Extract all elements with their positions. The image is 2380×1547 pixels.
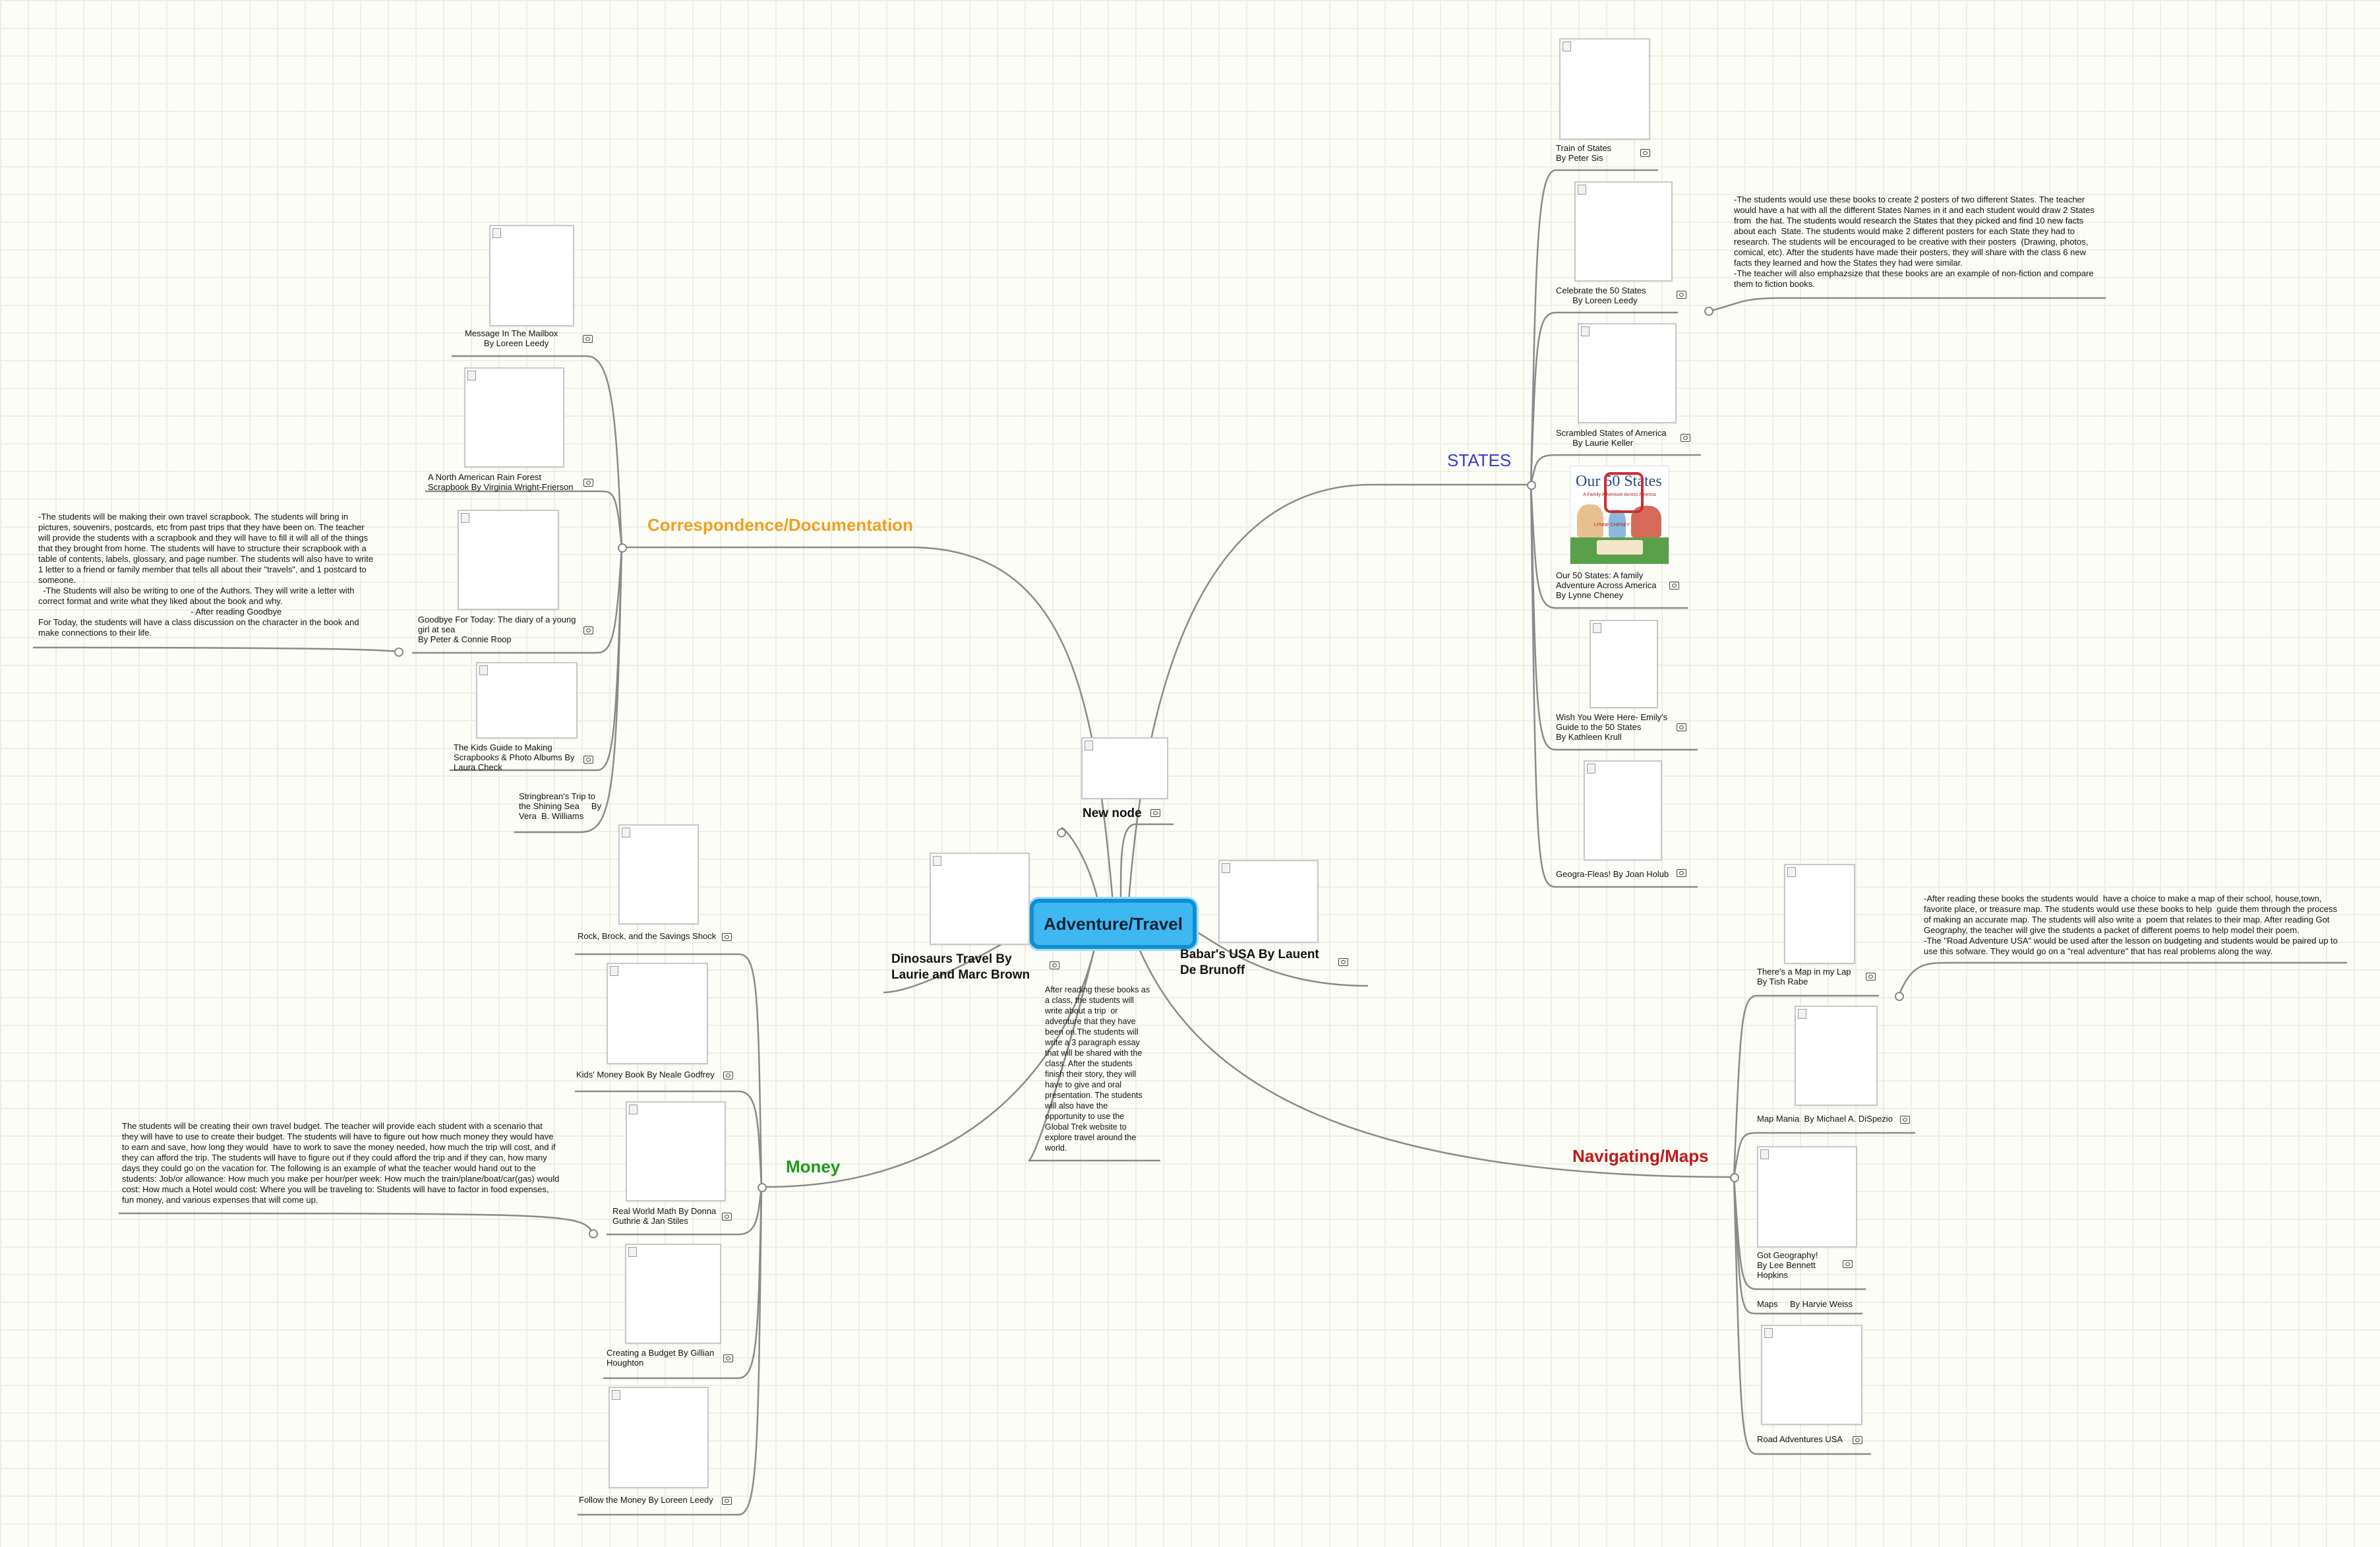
book-image [489, 225, 574, 326]
image-attachment-icon[interactable] [583, 756, 593, 764]
image-attachment-icon[interactable] [1866, 973, 1876, 981]
book-title[interactable]: Real World Math By Donna Guthrie & Jan S… [612, 1206, 716, 1226]
image-attachment-icon[interactable] [722, 933, 732, 941]
branch-states-label[interactable]: STATES [1447, 450, 1511, 471]
states-note: -The students would use these books to c… [1734, 195, 2095, 289]
collapse-toggle-icon[interactable] [1895, 992, 1904, 1001]
book-title[interactable]: Rock, Brock, and the Savings Shock [578, 931, 716, 941]
book-title[interactable]: Train of States By Peter Sis [1556, 143, 1611, 163]
correspondence-note: -The students will be making their own t… [38, 512, 373, 638]
branch-money-label[interactable]: Money [786, 1157, 840, 1177]
collapse-toggle-icon[interactable] [394, 648, 403, 657]
book-image [607, 963, 708, 1064]
collapse-toggle-icon[interactable] [758, 1183, 767, 1192]
book-image [1590, 620, 1658, 708]
dinosaurs-travel-label[interactable]: Dinosaurs Travel By Laurie and Marc Brow… [891, 952, 1050, 983]
book-title[interactable]: Stringbrean's Trip to the Shining Sea By… [519, 791, 601, 821]
image-attachment-icon[interactable] [583, 626, 593, 634]
image-attachment-icon[interactable] [583, 335, 593, 343]
image-attachment-icon[interactable] [1640, 149, 1650, 157]
book-title[interactable]: Our 50 States: A family Adventure Across… [1556, 570, 1656, 600]
book-title[interactable]: Goodbye For Today: The diary of a young … [418, 615, 576, 644]
book-image [626, 1101, 726, 1201]
collapse-toggle-icon[interactable] [1527, 481, 1536, 490]
collapse-toggle-icon[interactable] [589, 1229, 598, 1238]
book-title[interactable]: Scrambled States of America By Laurie Ke… [1556, 428, 1667, 448]
image-attachment-icon[interactable] [1050, 961, 1059, 969]
collapse-toggle-icon[interactable] [1057, 828, 1066, 837]
book-image [1578, 323, 1677, 423]
image-attachment-icon[interactable] [1677, 291, 1686, 299]
book-image [618, 824, 699, 925]
image-attachment-icon[interactable] [1150, 809, 1160, 817]
book-image [1081, 737, 1168, 799]
book-image [458, 510, 559, 610]
book-image [1795, 1006, 1878, 1106]
book-title[interactable]: Message In The Mailbox By Loreen Leedy [465, 328, 558, 348]
book-image [1761, 1325, 1862, 1425]
branch-maps-label[interactable]: Navigating/Maps [1572, 1146, 1709, 1167]
link-new-node-a [1061, 828, 1098, 902]
collapse-toggle-icon[interactable] [1730, 1173, 1739, 1182]
link-states [1129, 485, 1531, 902]
babar-usa-label[interactable]: Babar's USA By Lauent De Brunoff [1180, 947, 1338, 979]
image-attachment-icon[interactable] [1677, 869, 1686, 877]
book-image [609, 1387, 709, 1488]
book-title[interactable]: Maps By Harvie Weiss [1757, 1299, 1853, 1309]
book-title[interactable]: The Kids Guide to Making Scrapbooks & Ph… [454, 743, 575, 772]
collapse-toggle-icon[interactable] [618, 543, 627, 553]
new-node-label[interactable]: New node [1083, 806, 1142, 822]
image-attachment-icon[interactable] [1677, 723, 1686, 731]
money-note: The students will be creating their own … [122, 1121, 559, 1205]
collapse-toggle-icon[interactable] [1704, 307, 1713, 316]
image-attachment-icon[interactable] [1900, 1116, 1910, 1124]
highlight-ring [1604, 472, 1644, 513]
book-image [1784, 864, 1855, 964]
book-title[interactable]: Geogra-Fleas! By Joan Holub [1556, 869, 1669, 879]
image-attachment-icon[interactable] [583, 479, 593, 487]
book-title[interactable]: Celebrate the 50 States By Loreen Leedy [1556, 286, 1646, 305]
link-new-node-b [1121, 824, 1174, 902]
book-title[interactable]: Creating a Budget By Gillian Houghton [607, 1348, 714, 1368]
branch-correspondence-label[interactable]: Correspondence/Documentation [647, 515, 913, 535]
book-image [476, 662, 578, 739]
book-image [625, 1244, 721, 1344]
central-topic[interactable]: Adventure/Travel [1030, 899, 1197, 949]
image-attachment-icon[interactable] [1338, 958, 1348, 966]
central-note: After reading these books as a class, th… [1045, 985, 1150, 1153]
image-attachment-icon[interactable] [722, 1213, 732, 1221]
book-image [1218, 860, 1319, 943]
book-title[interactable]: A North American Rain Forest Scrapbook B… [428, 472, 574, 492]
book-title[interactable]: Wish You Were Here- Emily's Guide to the… [1556, 712, 1667, 742]
image-attachment-icon[interactable] [722, 1497, 732, 1505]
book-image [1559, 38, 1650, 140]
book-image [464, 367, 564, 468]
image-attachment-icon[interactable] [723, 1072, 733, 1079]
image-attachment-icon[interactable] [1681, 434, 1690, 442]
link-maps [1139, 949, 1734, 1177]
image-attachment-icon[interactable] [1853, 1436, 1862, 1444]
book-title[interactable]: There's a Map in my Lap By Tish Rabe [1757, 967, 1851, 986]
maps-note: -After reading these books the students … [1924, 894, 2338, 957]
book-title[interactable]: Got Geography! By Lee Bennett Hopkins [1757, 1250, 1818, 1280]
book-image [1574, 181, 1673, 282]
image-attachment-icon[interactable] [723, 1354, 733, 1362]
image-attachment-icon[interactable] [1843, 1260, 1853, 1268]
book-image [1584, 760, 1662, 861]
book-image [930, 853, 1030, 945]
book-title[interactable]: Road Adventures USA [1757, 1434, 1843, 1444]
book-title[interactable]: Follow the Money By Loreen Leedy [579, 1495, 713, 1505]
book-title[interactable]: Kids' Money Book By Neale Godfrey [576, 1070, 715, 1079]
cover-author: LYNNE CHENEY [1594, 523, 1630, 528]
image-attachment-icon[interactable] [1669, 582, 1679, 590]
book-title[interactable]: Map Mania By Michael A. DiSpezio [1757, 1114, 1893, 1124]
book-image [1757, 1146, 1857, 1248]
